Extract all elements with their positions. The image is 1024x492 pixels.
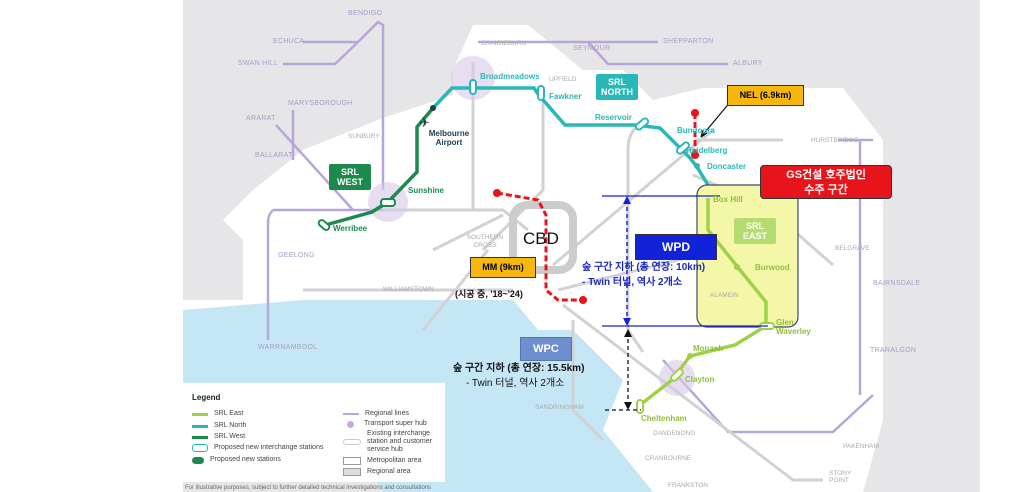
gs-label-line2: 수주 구간 — [804, 184, 848, 196]
station-bundoora: Bundoora — [677, 126, 715, 135]
label-dandenong: DANDENONG — [653, 430, 696, 437]
label-belgrave: BELGRAVE — [835, 245, 870, 252]
label-albury: ALBURY — [733, 60, 763, 67]
station-burwood: Burwood — [755, 263, 790, 272]
wpc-desc-1: 숲 구간 지하 (총 연장: 15.5km) — [453, 363, 585, 374]
station-fawkner: Fawkner — [549, 92, 582, 101]
wpd-markers — [602, 195, 768, 327]
footer-disclaimer: For illustrative purposes, subject to fu… — [185, 485, 432, 491]
label-pakenham: PAKENHAM — [843, 443, 879, 450]
srl-north-line — [431, 86, 710, 186]
station-reservoir: Reservoir — [595, 113, 632, 122]
label-bairnsdale: BAIRNSDALE — [873, 280, 921, 287]
cbd-label: CBD — [523, 229, 559, 248]
badge-srl-east: SRL EAST — [734, 218, 776, 244]
label-echuca: ECHUCA — [273, 38, 305, 45]
station-box-hill: Box Hill — [713, 195, 743, 204]
nel-label: NEL (6.9km) — [727, 85, 804, 106]
wpd-desc-1: 숲 구간 지하 (총 연장: 10km) — [582, 262, 706, 273]
srl-west-line — [321, 106, 435, 228]
wpc-desc-2: - Twin 터널, 역사 2개소 — [466, 378, 565, 389]
label-upfield: UPFIELD — [549, 76, 577, 83]
wpc-label: WPC — [520, 337, 572, 361]
mm-line — [496, 191, 583, 302]
label-traralgon: TRARALGON — [870, 347, 917, 354]
label-cranbourne: CRANBOURNE — [645, 455, 692, 462]
mm-label: MM (9km) — [470, 257, 536, 278]
gs-label-line1: GS건설 호주법인 — [786, 169, 866, 181]
wpd-label: WPD — [635, 234, 717, 260]
station-doncaster: Doncaster — [707, 162, 747, 171]
legend: Legend SRL East SRL North SRL West Propo… — [183, 383, 445, 482]
legend-interchange: Proposed new interchange stations — [214, 444, 324, 451]
station-sunshine: Sunshine — [408, 186, 445, 195]
mm-note: (시공 중, '18~'24) — [455, 289, 523, 299]
badge-srl-west: SRL WEST — [329, 164, 371, 190]
legend-existing-interchange: Existing interchange station and custome… — [367, 430, 432, 453]
label-swan-hill: SWAN HILL — [238, 60, 279, 67]
station-heidelberg: Heidelberg — [686, 146, 728, 155]
badge-srl-north: SRL NORTH — [596, 74, 638, 100]
label-sunbury: SUNBURY — [348, 133, 380, 140]
legend-srl-east: SRL East — [214, 410, 244, 417]
label-alamein: ALAMEIN — [710, 292, 739, 299]
station-monash: Monash — [693, 344, 724, 353]
legend-title: Legend — [192, 393, 221, 402]
label-geelong: GEELONG — [278, 252, 315, 259]
label-marysborough: MARYSBOROUGH — [288, 100, 353, 107]
station-melbourne-airport: Melbourne Airport — [428, 129, 470, 147]
legend-srl-west: SRL West — [214, 433, 246, 440]
label-ballarat: BALLARAT — [255, 152, 293, 159]
label-frankston: FRANKSTON — [668, 482, 708, 489]
label-shepparton: SHEPPARTON — [663, 38, 714, 45]
label-bendigo: BENDIGO — [348, 10, 383, 17]
station-clayton: Clayton — [685, 375, 715, 384]
legend-regional-lines: Regional lines — [365, 410, 409, 417]
label-sandringham: SANDRINGHAM — [535, 404, 584, 411]
label-hurstbridge: HURSTBRIDGE — [811, 137, 859, 144]
legend-regional-area: Regional area — [367, 468, 411, 475]
wpd-desc-2: - Twin 터널, 역사 2개소 — [582, 277, 683, 288]
legend-new-stations: Proposed new stations — [210, 456, 281, 463]
srl-map: ✈ ECHUCA BENDIGO SWAN HILL SEYMOUR SHEPP… — [183, 0, 980, 492]
airport-icon: ✈ — [419, 115, 430, 130]
regional-lines — [266, 20, 874, 434]
station-glen-waverley: Glen Waverley — [776, 318, 811, 336]
legend-srl-north: SRL North — [214, 422, 247, 429]
label-williamstown: WILLIAMSTOWN — [383, 286, 434, 293]
legend-super-hub: Transport super hub — [364, 420, 427, 427]
legend-metro-area: Metropolitan area — [367, 457, 422, 464]
label-ararat: ARARAT — [246, 115, 276, 122]
wpc-markers — [605, 332, 641, 411]
station-broadmeadows: Broadmeadows — [480, 72, 540, 81]
station-cheltenham: Cheltenham — [641, 414, 687, 423]
label-warrnambool: WARRNAMBOOL — [258, 344, 318, 351]
label-craigieburn: CRAIGIEBURN — [481, 40, 527, 47]
city-loop — [509, 201, 577, 274]
label-seymour: SEYMOUR — [573, 45, 611, 52]
station-werribee: Werribee — [333, 224, 368, 233]
label-stony-point: STONY POINT — [829, 470, 852, 484]
label-southern-cross: SOUTHERN CROSS — [466, 234, 504, 249]
